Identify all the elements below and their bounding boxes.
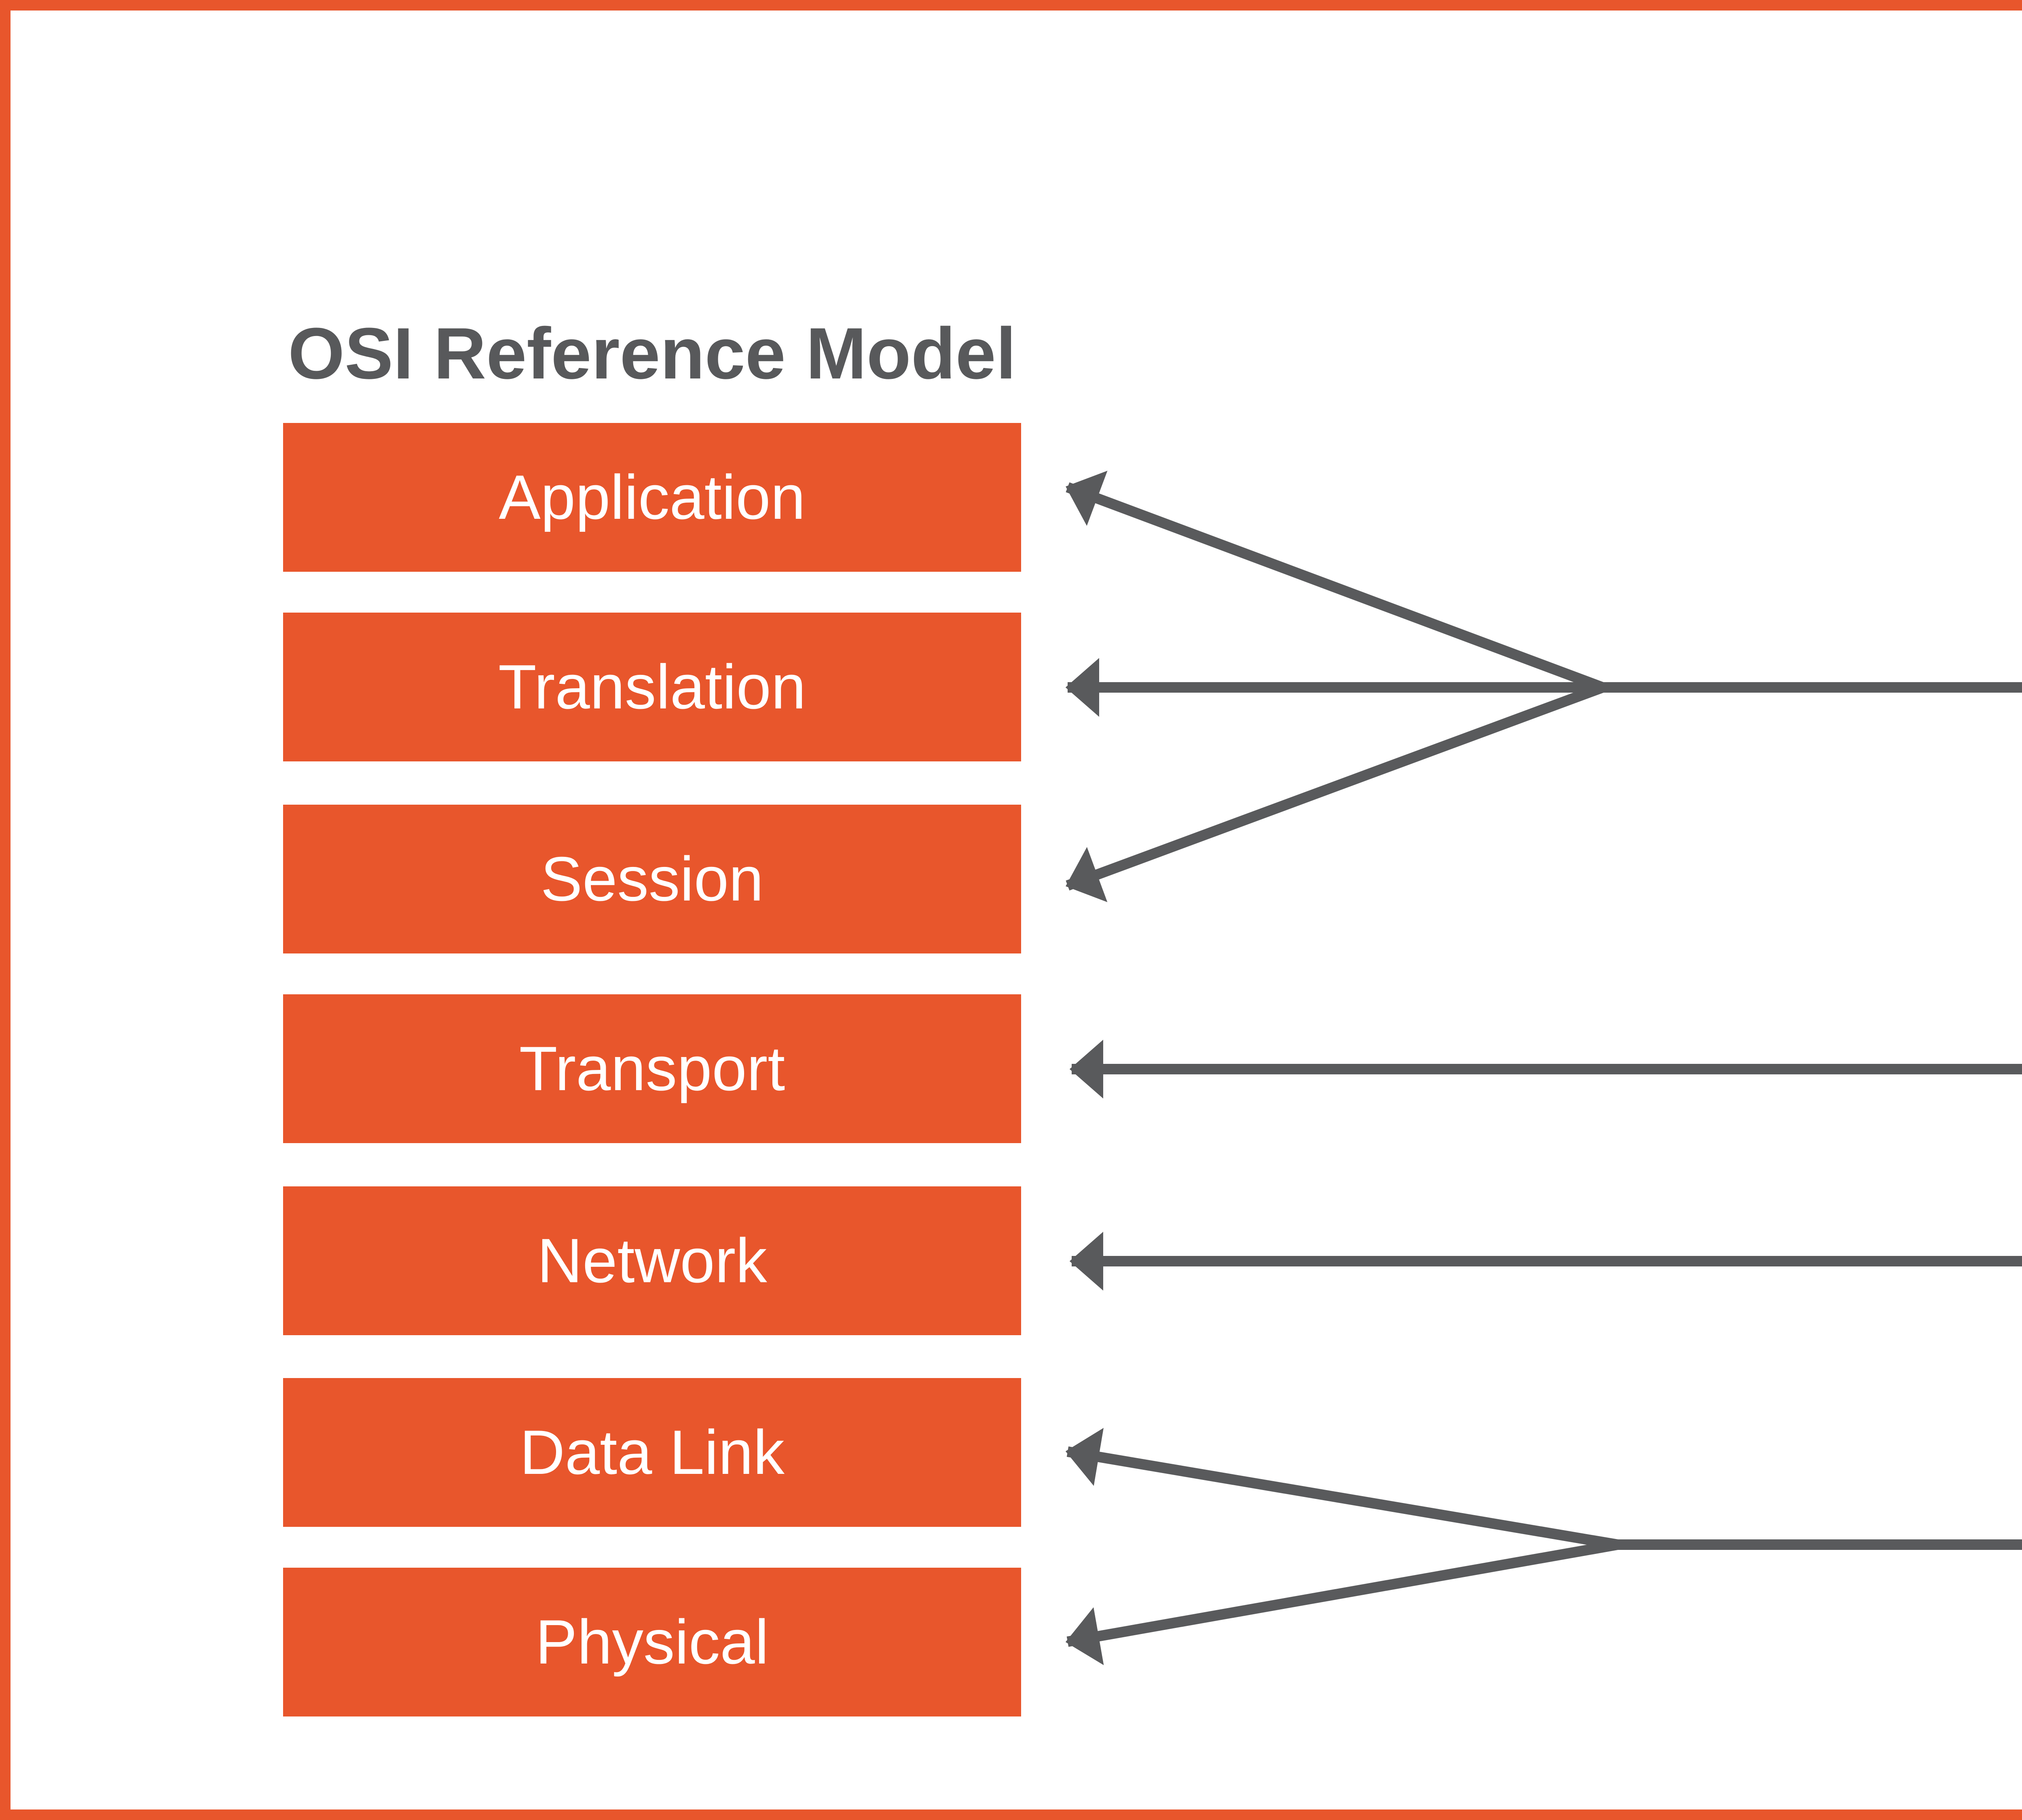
osi-layer-label: Physical: [535, 1607, 769, 1677]
osi-layer-label: Application: [499, 462, 806, 532]
arrow-to-osi-data-link: [1065, 1428, 1619, 1550]
arrow-to-osi-application: [1066, 471, 1605, 693]
osi-layer-label: Transport: [519, 1034, 785, 1103]
arrow-to-osi-physical: [1065, 1539, 1619, 1666]
arrow-to-osi-session: [1066, 682, 1605, 903]
osi-column-title: OSI Reference Model: [288, 313, 1016, 394]
osi-layer-label: Data Link: [520, 1417, 785, 1487]
osi-layer-session: Session: [283, 805, 1021, 953]
osi-layer-translation: Translation: [283, 613, 1021, 761]
osi-layer-data-link: Data Link: [283, 1378, 1021, 1527]
osi-layer-label: Session: [540, 844, 764, 914]
osi-layer-label: Network: [537, 1226, 767, 1296]
osi-layer-physical: Physical: [283, 1568, 1021, 1716]
osi-layer-label: Translation: [498, 652, 806, 722]
osi-layer-application: Application: [283, 423, 1021, 572]
osi-layer-transport: Transport: [283, 994, 1021, 1143]
osi-layer-network: Network: [283, 1186, 1021, 1335]
